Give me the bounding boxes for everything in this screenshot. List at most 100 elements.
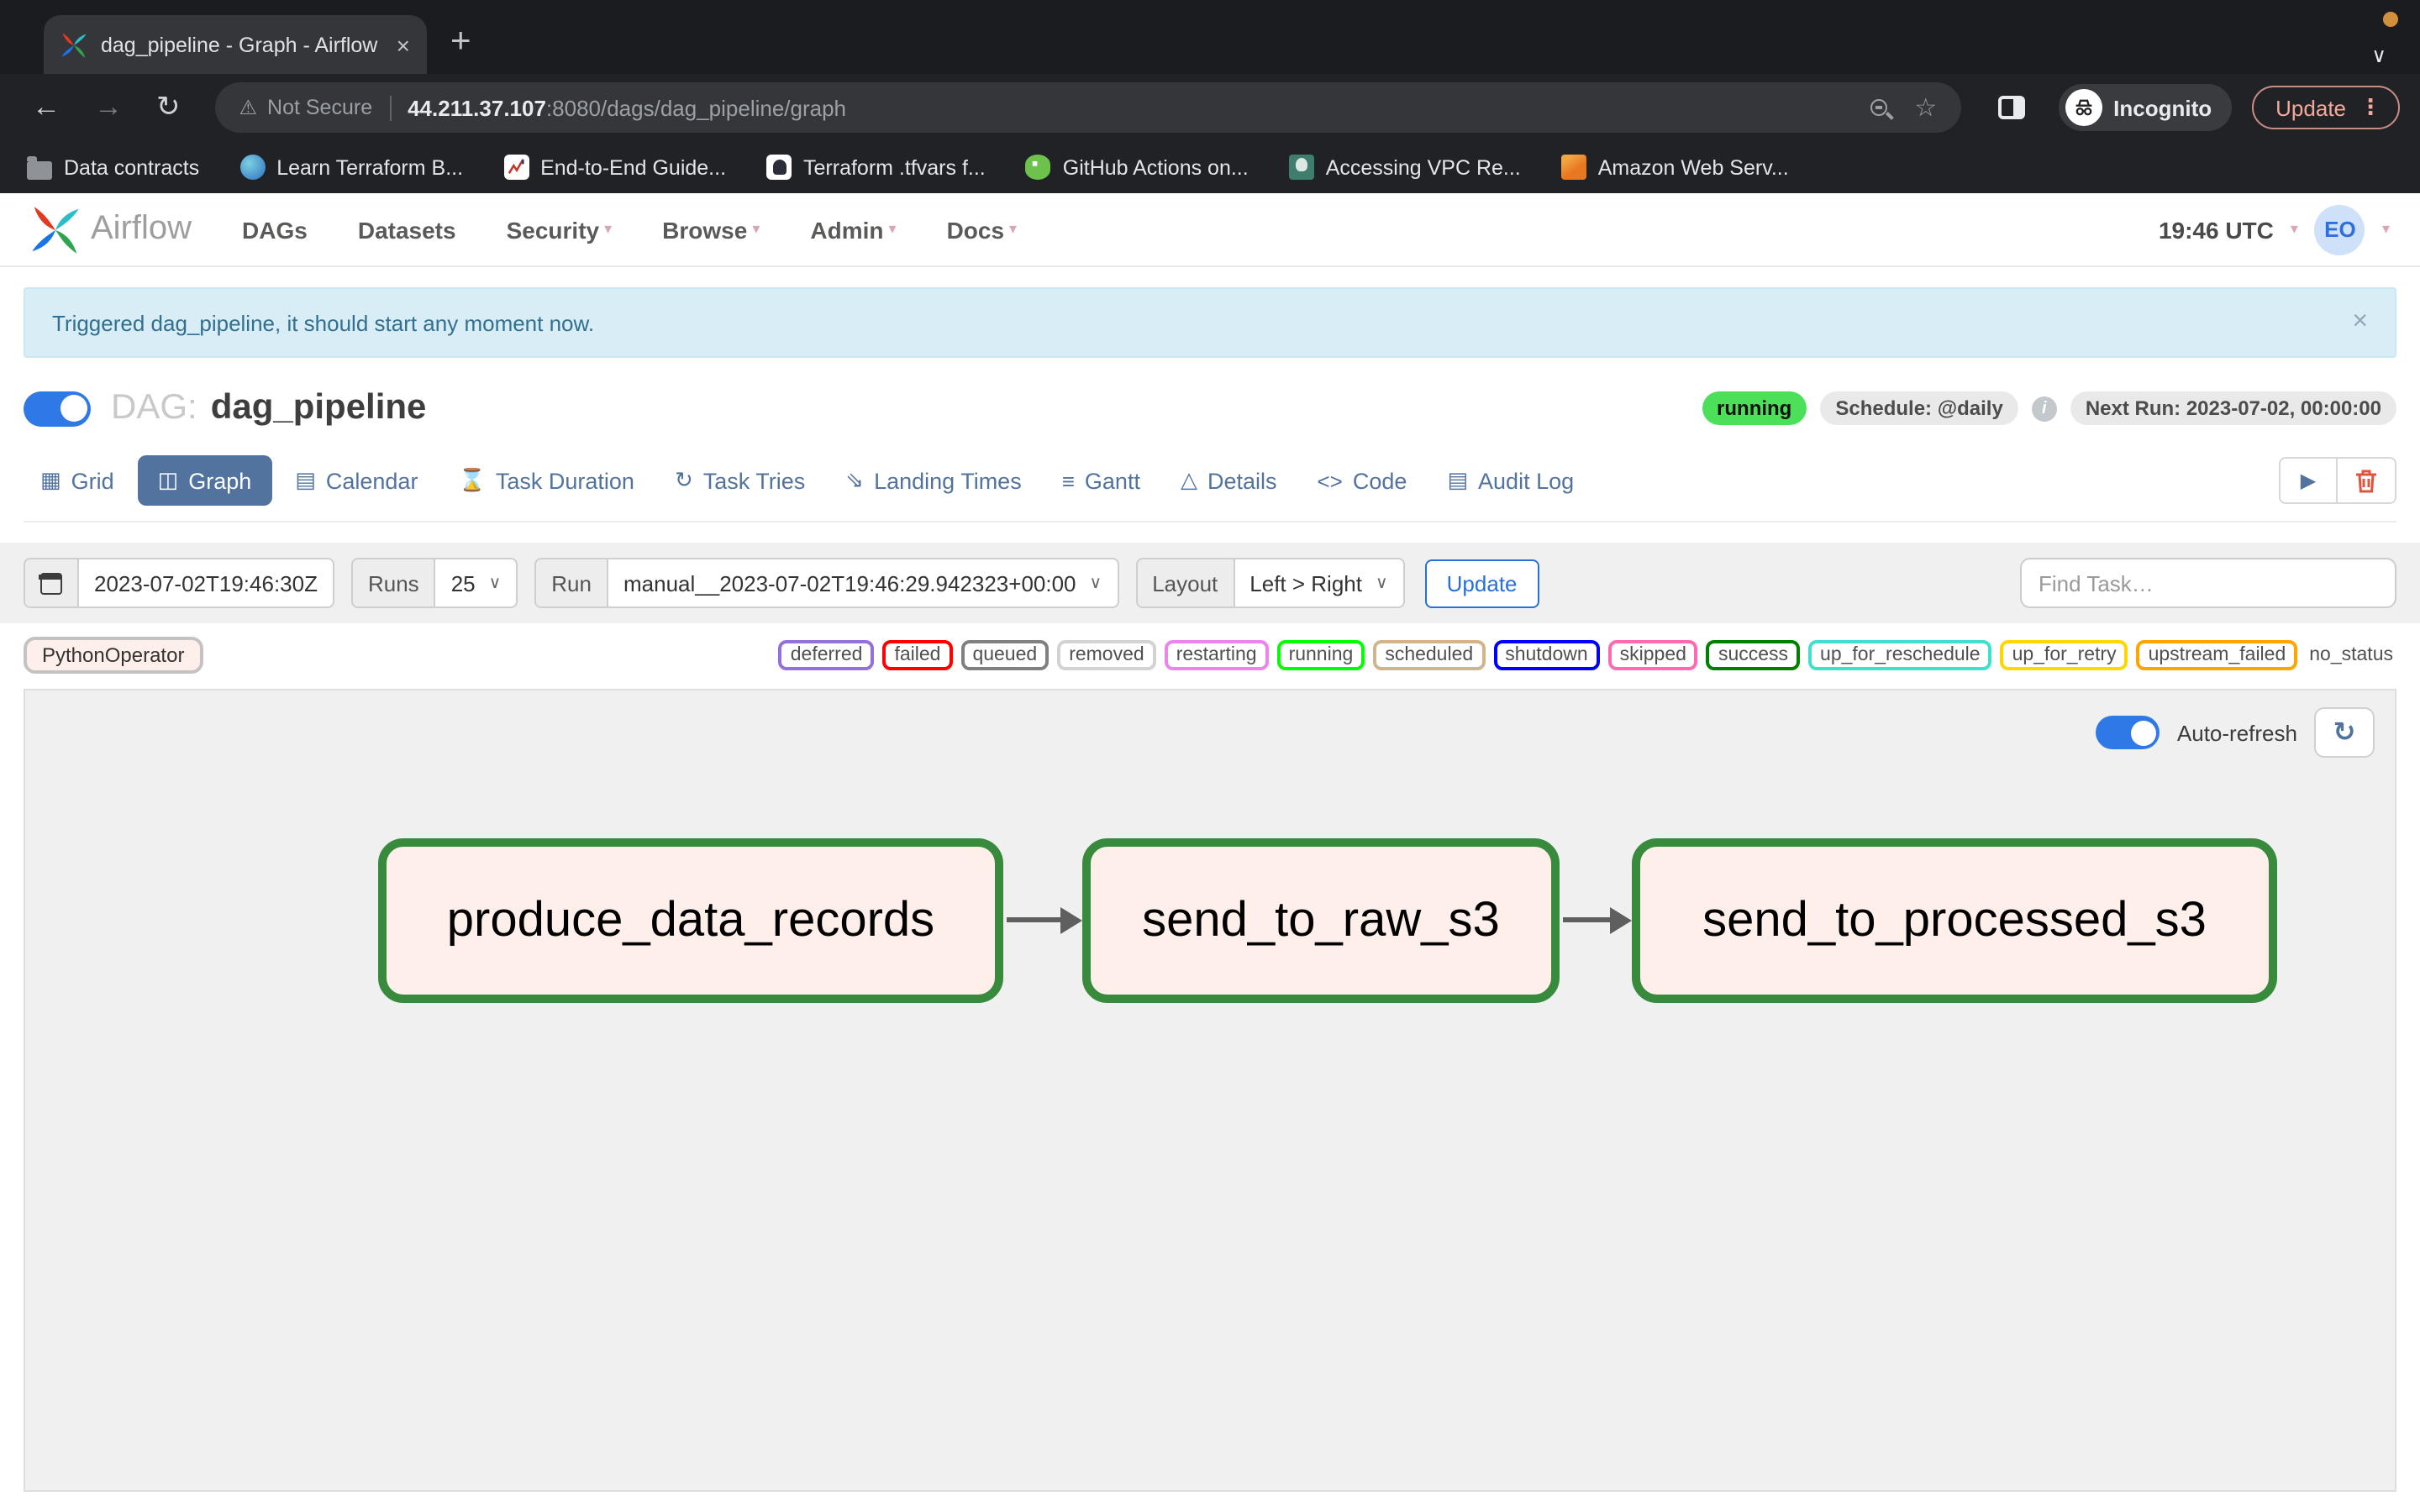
calendar-icon: [39, 572, 62, 594]
zoom-icon[interactable]: [1870, 99, 1888, 116]
browser-tabstrip: dag_pipeline - Graph - Airflow × + ∨: [0, 0, 2420, 74]
chevron-down-icon: ∨: [488, 574, 502, 592]
status-skipped: skipped: [1607, 640, 1698, 670]
runs-select[interactable]: 25∨: [435, 558, 518, 608]
tab-audit-log[interactable]: ▤Audit Log: [1447, 467, 1575, 493]
tab-calendar[interactable]: ▤Calendar: [295, 467, 418, 493]
tab-code[interactable]: <>Code: [1317, 468, 1407, 493]
alert-close-icon[interactable]: ×: [2352, 307, 2368, 336]
bookmark-label: End-to-End Guide...: [540, 155, 727, 179]
bookmark-label: Data contracts: [64, 155, 200, 179]
bookmark-star-icon[interactable]: ☆: [1914, 94, 1938, 123]
layout-label: Layout: [1135, 558, 1235, 608]
reload-button[interactable]: ↻: [156, 91, 181, 123]
bookmark-label: Accessing VPC Re...: [1325, 155, 1521, 179]
browser-tab[interactable]: dag_pipeline - Graph - Airflow ×: [44, 15, 427, 74]
edge-arrowhead-icon: [1610, 907, 1632, 934]
edge-line: [1007, 917, 1060, 922]
tab-search-chevron-icon[interactable]: ∨: [2371, 44, 2386, 67]
tab-title: dag_pipeline - Graph - Airflow: [101, 33, 378, 56]
dag-graph-canvas[interactable]: Auto-refresh ↻ produce_data_records send…: [24, 689, 2396, 1492]
bookmark-label: Amazon Web Serv...: [1597, 155, 1789, 179]
tab-close-icon[interactable]: ×: [396, 31, 410, 58]
bookmark-item[interactable]: GitHub Actions on...: [1025, 155, 1249, 180]
nav-browse[interactable]: Browse▾: [662, 216, 760, 243]
operator-legend-badge: PythonOperator: [24, 637, 203, 674]
clock-label[interactable]: 19:46 UTC: [2158, 216, 2274, 243]
avatar[interactable]: EO: [2314, 204, 2365, 255]
task-node-produce-data-records[interactable]: produce_data_records: [378, 838, 1003, 1003]
incognito-badge: Incognito: [2058, 84, 2233, 131]
retry-icon: ↻: [674, 467, 693, 492]
tab-details[interactable]: △Details: [1180, 467, 1277, 493]
status-running: running: [1276, 640, 1365, 670]
gantt-icon: ≡: [1061, 468, 1075, 493]
task-node-send-to-processed-s3[interactable]: send_to_processed_s3: [1632, 838, 2277, 1003]
tab-gantt[interactable]: ≡Gantt: [1061, 468, 1140, 493]
view-tabs: ▦Grid ◫Graph ▤Calendar ⌛Task Duration ↻T…: [24, 455, 2396, 522]
chevron-down-icon: ▾: [604, 220, 613, 237]
security-label[interactable]: Not Secure: [267, 96, 373, 119]
brand-name: Airflow: [91, 210, 192, 247]
bookmarks-bar: Data contracts Learn Terraform B... End-…: [0, 141, 2420, 193]
incognito-icon: [2065, 89, 2102, 126]
alert-message: Triggered dag_pipeline, it should start …: [52, 310, 595, 335]
bookmark-item[interactable]: Accessing VPC Re...: [1288, 155, 1521, 180]
info-icon[interactable]: i: [2031, 396, 2057, 421]
run-group: Run manual__2023-07-02T19:46:29.942323+0…: [534, 558, 1119, 608]
dag-header: DAG: dag_pipeline running Schedule: @dai…: [24, 388, 2396, 428]
find-task-input[interactable]: [2020, 558, 2396, 608]
tab-task-duration[interactable]: ⌛Task Duration: [458, 467, 634, 493]
side-panel-icon[interactable]: [1997, 96, 2025, 119]
play-icon: ▶: [2300, 469, 2317, 492]
bookmark-item[interactable]: End-to-End Guide...: [503, 155, 726, 180]
chevron-down-icon: ▾: [752, 220, 760, 237]
dag-state-badge[interactable]: running: [1702, 391, 1807, 425]
chrome-update-label[interactable]: Update: [2275, 95, 2346, 120]
status-removed: removed: [1057, 640, 1156, 670]
nav-dags[interactable]: DAGs: [242, 216, 308, 243]
dag-pause-toggle[interactable]: [24, 391, 91, 426]
github-actions-icon: [1025, 155, 1051, 180]
trigger-alert: Triggered dag_pipeline, it should start …: [24, 287, 2396, 358]
tab-graph[interactable]: ◫Graph: [137, 455, 272, 506]
tab-grid[interactable]: ▦Grid: [40, 467, 114, 493]
trigger-dag-button[interactable]: ▶: [2279, 457, 2338, 504]
update-button[interactable]: Update: [1424, 559, 1539, 607]
refresh-button[interactable]: ↻: [2314, 707, 2375, 758]
details-icon: △: [1180, 467, 1197, 492]
delete-dag-button[interactable]: [2338, 457, 2396, 504]
base-date-input[interactable]: 2023-07-02T19:46:30Z: [79, 558, 334, 608]
chevron-down-icon: ▾: [2381, 220, 2390, 237]
run-select[interactable]: manual__2023-07-02T19:46:29.942323+00:00…: [608, 558, 1119, 608]
nav-datasets[interactable]: Datasets: [357, 216, 456, 243]
nav-admin[interactable]: Admin▾: [810, 216, 897, 243]
status-success: success: [1706, 640, 1801, 670]
status-upstream-failed: upstream_failed: [2136, 640, 2298, 670]
tab-landing-times[interactable]: ⇘Landing Times: [845, 467, 1022, 493]
bookmark-item[interactable]: Amazon Web Serv...: [1560, 155, 1789, 180]
bookmark-label: GitHub Actions on...: [1062, 155, 1249, 179]
folder-icon: [27, 155, 52, 179]
tab-task-tries[interactable]: ↻Task Tries: [674, 467, 806, 493]
chart-doc-icon: [503, 155, 529, 180]
address-bar[interactable]: ⚠ Not Secure 44.211.37.107 :8080/dags/da…: [215, 82, 1961, 133]
nav-docs[interactable]: Docs▾: [946, 216, 1018, 243]
runs-group: Runs 25∨: [350, 558, 518, 608]
layout-select[interactable]: Left > Right∨: [1234, 558, 1405, 608]
chrome-menu-icon[interactable]: ⋮: [2360, 94, 2381, 119]
bookmark-item[interactable]: Terraform .tfvars f...: [766, 155, 986, 180]
auto-refresh-toggle[interactable]: [2096, 716, 2160, 749]
back-button[interactable]: ←: [32, 91, 60, 123]
new-tab-button[interactable]: +: [450, 22, 471, 60]
status-up-for-retry: up_for_retry: [2000, 640, 2128, 670]
task-node-send-to-raw-s3[interactable]: send_to_raw_s3: [1082, 838, 1560, 1003]
browser-toolbar: ← → ↻ ⚠ Not Secure 44.211.37.107 :8080/d…: [0, 74, 2420, 141]
chrome-update-button[interactable]: Update ⋮: [2252, 86, 2400, 129]
nav-security[interactable]: Security▾: [506, 216, 613, 243]
bookmark-item[interactable]: Learn Terraform B...: [239, 155, 463, 180]
airflow-brand[interactable]: Airflow: [30, 204, 192, 255]
bookmark-folder[interactable]: Data contracts: [27, 155, 199, 179]
forward-button[interactable]: →: [94, 91, 123, 123]
